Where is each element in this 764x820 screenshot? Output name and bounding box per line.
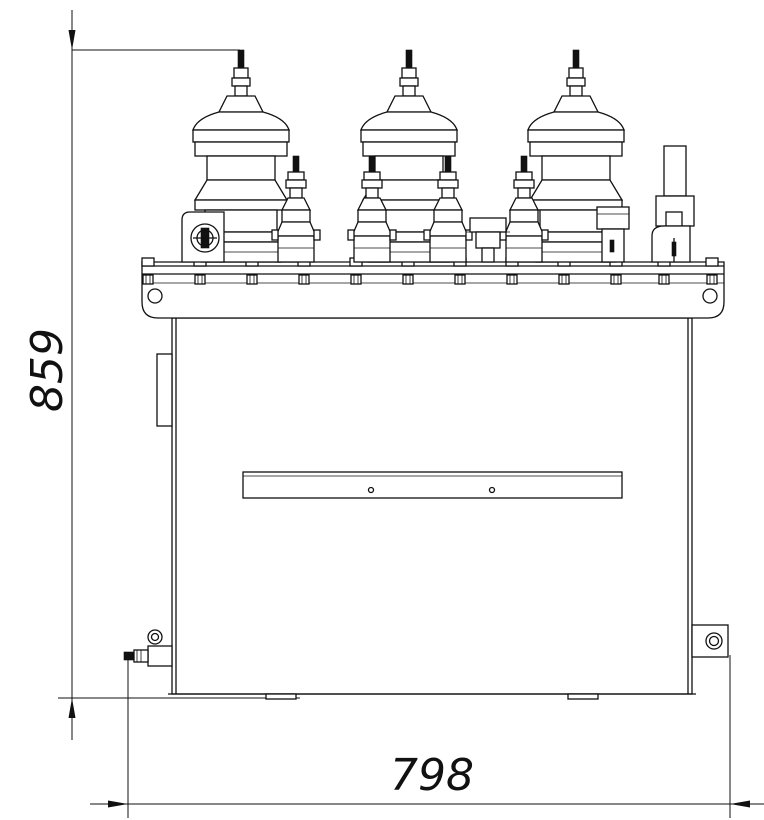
lv-bushing bbox=[271, 155, 321, 263]
width-dimension: 798 bbox=[90, 655, 764, 818]
drain-valve bbox=[123, 629, 173, 667]
flange-bolt bbox=[141, 257, 155, 285]
height-dimension-label: 859 bbox=[22, 328, 73, 412]
tap-changer bbox=[181, 211, 225, 263]
lv-bushing bbox=[347, 155, 397, 263]
pressure-relief bbox=[596, 206, 630, 263]
lv-bushing bbox=[499, 155, 549, 263]
grounding-lug bbox=[691, 624, 729, 658]
hv-bushing bbox=[192, 49, 290, 263]
width-dimension-label: 798 bbox=[390, 750, 474, 801]
tank-body bbox=[156, 317, 696, 700]
hv-bushing bbox=[527, 49, 625, 263]
flange-bolt bbox=[705, 257, 719, 285]
lid-flange bbox=[141, 261, 725, 319]
lv-bushing bbox=[423, 155, 473, 263]
oil-level-indicator bbox=[651, 145, 695, 263]
lv-bushings bbox=[271, 155, 549, 263]
height-dimension: 859 bbox=[22, 10, 300, 740]
hv-bushings bbox=[192, 49, 625, 263]
oil-filler bbox=[466, 217, 510, 263]
